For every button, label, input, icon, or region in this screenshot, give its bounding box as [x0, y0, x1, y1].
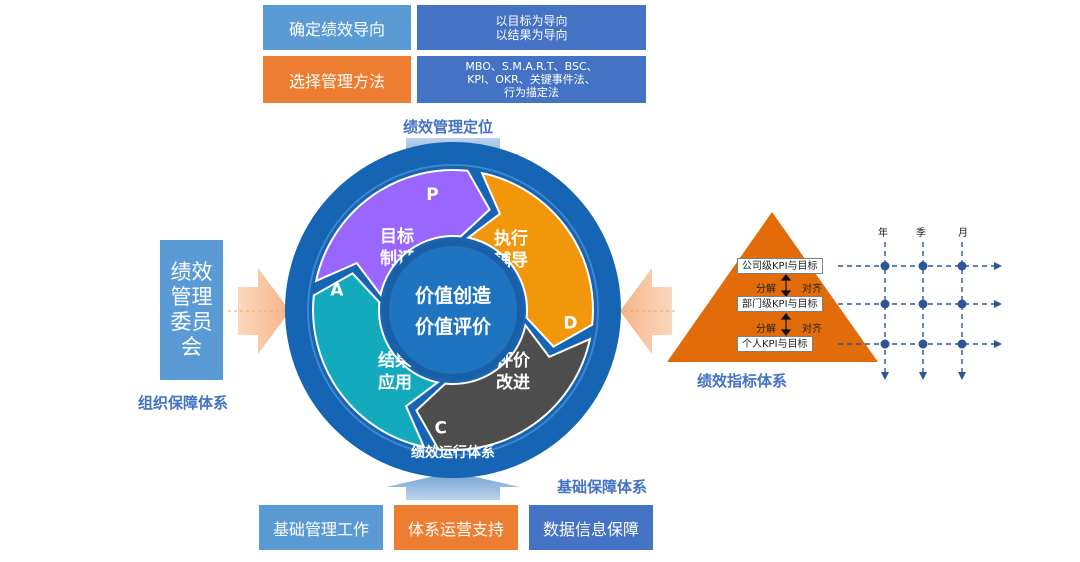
- segment-check-letter: C: [434, 418, 446, 438]
- orientation-detail-box: 以目标为导向 以结果为导向: [417, 5, 646, 50]
- time-label-month: 月: [958, 227, 968, 239]
- data-info-box: 数据信息保障: [529, 505, 653, 550]
- method-detail-line: MBO、S.M.A.R.T、BSC、: [465, 60, 598, 73]
- decompose-label: 分解: [756, 324, 776, 335]
- company-kpi-label: 公司级KPI与目标: [737, 258, 823, 274]
- performance-committee-box: 绩效管理委员会: [160, 240, 223, 380]
- indicator-system-label: 绩效指标体系: [697, 372, 788, 390]
- decompose-arrows: [780, 274, 792, 336]
- positioning-label: 绩效管理定位: [403, 118, 494, 136]
- segment-act-label: 应用: [378, 372, 412, 393]
- method-detail-line: 行为描定法: [504, 86, 559, 99]
- method-detail-line: KPI、OKR、关键事件法、: [467, 73, 596, 86]
- segment-do-label: 执行: [494, 228, 528, 249]
- right-support-arrow: [620, 268, 672, 354]
- center-line-2: 价值评价: [415, 315, 492, 338]
- time-label-quarter: 季: [916, 227, 926, 239]
- performance-orientation-box: 确定绩效导向: [263, 5, 411, 50]
- segment-plan-letter: P: [426, 185, 438, 205]
- ring-inner-rim: [307, 164, 599, 456]
- foundation-system-label: 基础保障体系: [557, 478, 648, 496]
- segment-act-letter: A: [330, 281, 344, 301]
- align-label: 对齐: [802, 284, 822, 295]
- operation-support-box: 体系运营支持: [394, 505, 518, 550]
- indicator-triangle: [667, 212, 878, 362]
- individual-kpi-label: 个人KPI与目标: [737, 336, 813, 352]
- center-hub: [389, 246, 517, 374]
- segment-act: [312, 272, 440, 449]
- center-line-1: 价值创造: [415, 284, 492, 307]
- orientation-detail-line: 以目标为导向: [495, 13, 568, 28]
- segment-plan: [314, 169, 491, 297]
- segment-check-label: 改进: [496, 372, 530, 393]
- time-label-year: 年: [878, 226, 888, 239]
- decompose-label: 分解: [756, 284, 776, 295]
- segment-do-letter: D: [563, 313, 577, 333]
- organization-system-label: 组织保障体系: [138, 394, 229, 412]
- management-method-box: 选择管理方法: [263, 56, 411, 103]
- orientation-detail-line: 以结果为导向: [495, 27, 568, 42]
- segment-check: [415, 323, 592, 451]
- department-kpi-label: 部门级KPI与目标: [737, 296, 823, 312]
- foundation-arrow: [386, 472, 520, 500]
- grid-nodes: [880, 261, 967, 349]
- method-detail-box: MBO、S.M.A.R.T、BSC、 KPI、OKR、关键事件法、 行为描定法: [417, 56, 646, 103]
- segment-plan-label: 目标: [380, 226, 414, 247]
- operation-system-label: 绩效运行体系: [411, 444, 495, 461]
- segment-do: [466, 171, 594, 348]
- basic-management-box: 基础管理工作: [259, 505, 383, 550]
- align-label: 对齐: [802, 324, 822, 335]
